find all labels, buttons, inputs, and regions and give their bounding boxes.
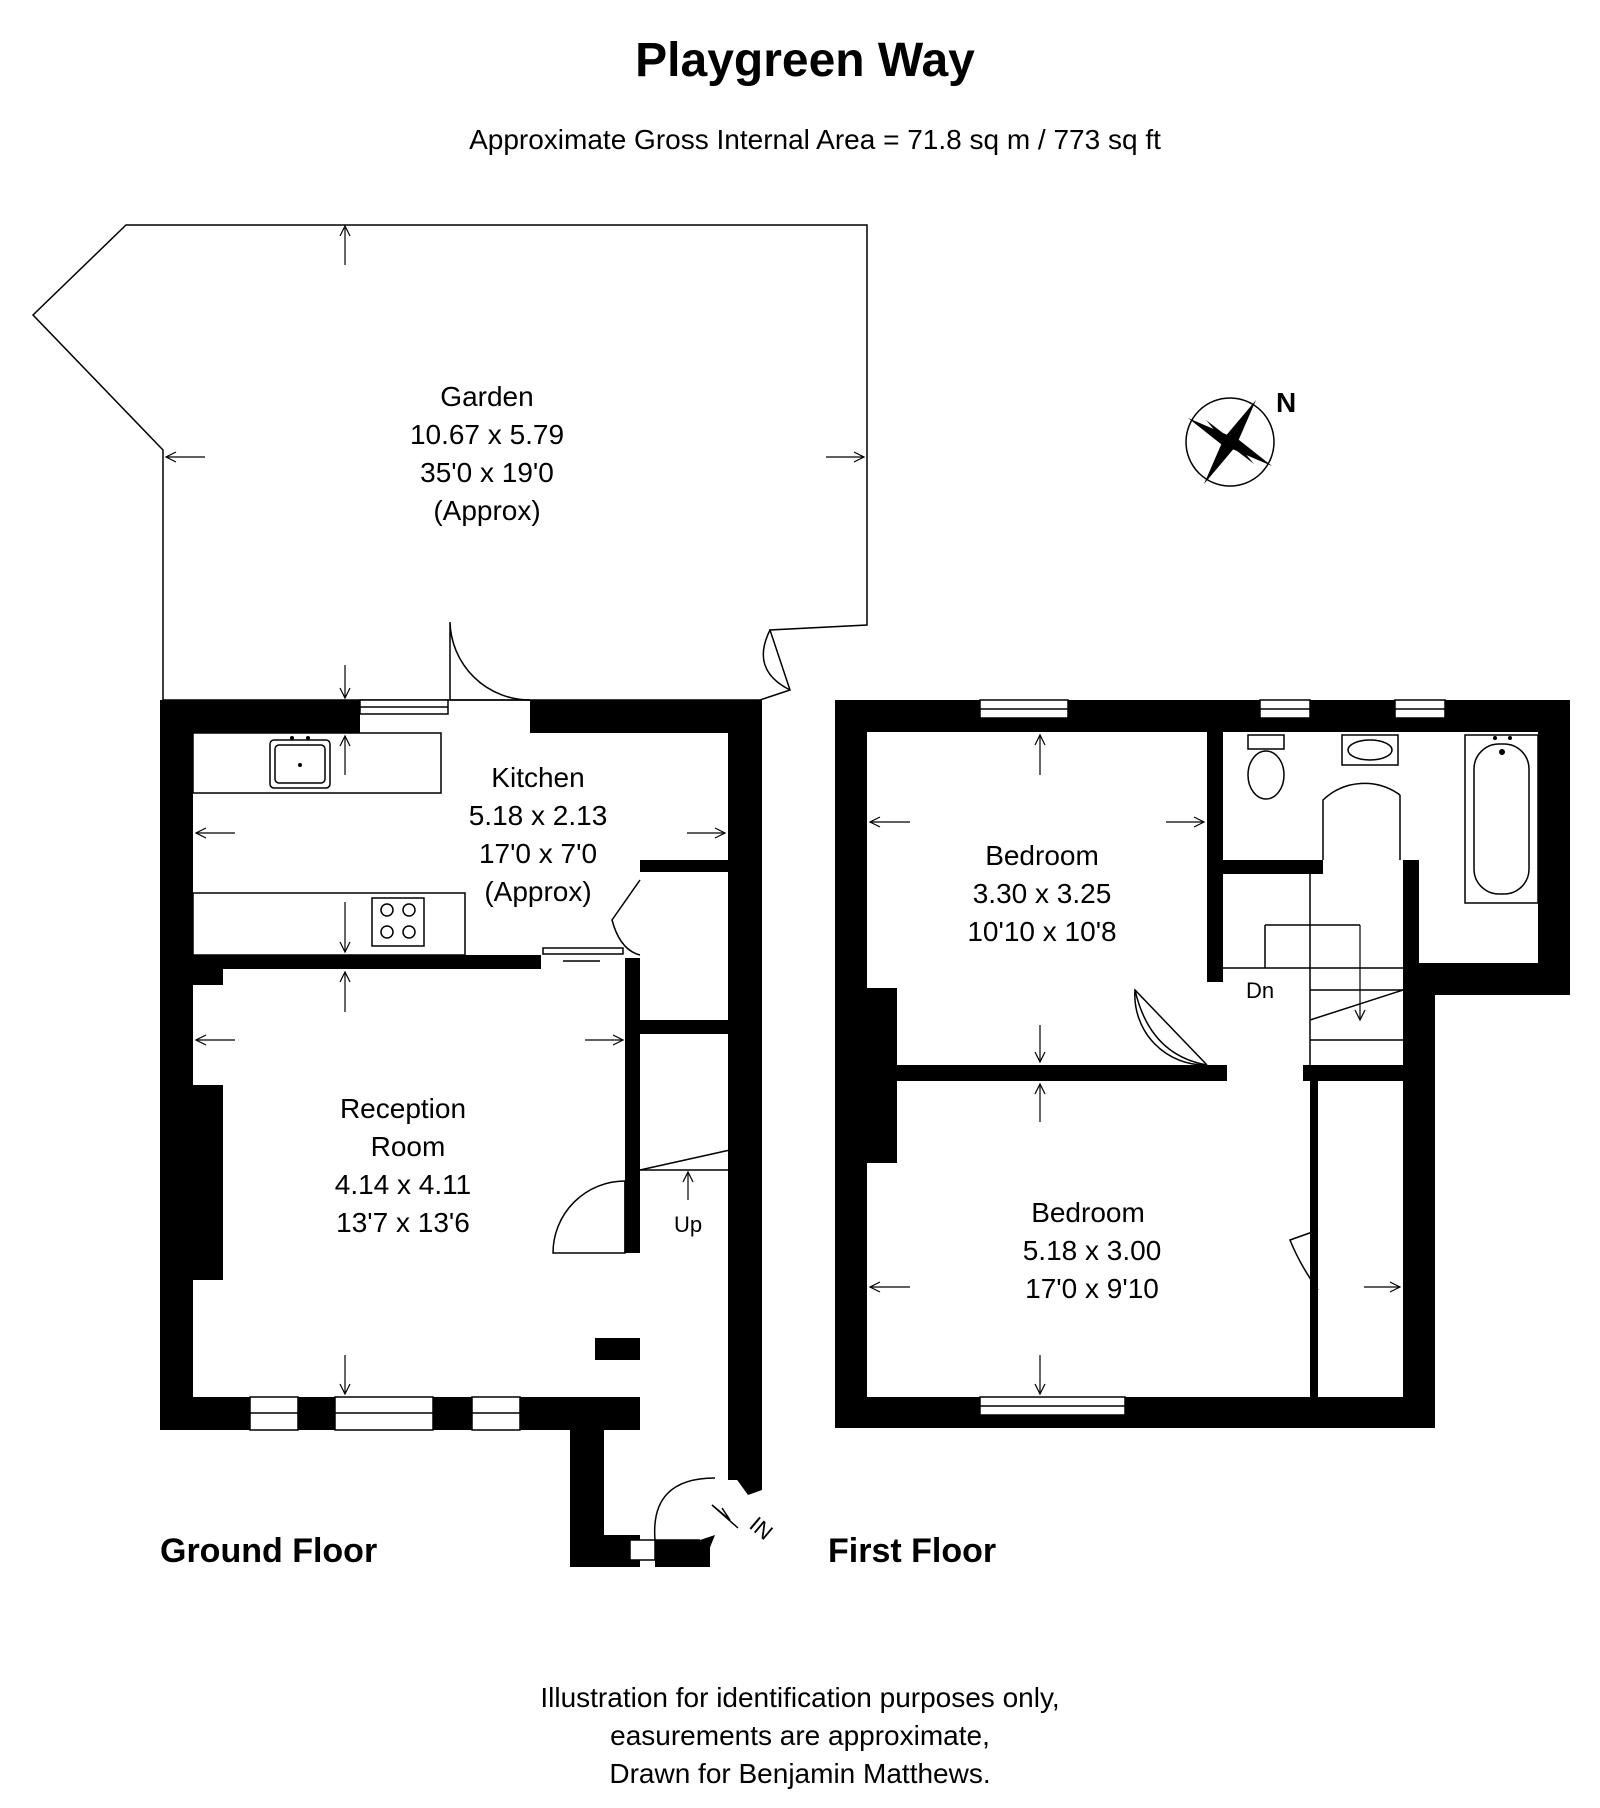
ground-floor-plan: Kitchen 5.18 x 2.13 17'0 x 7'0 (Approx) … (160, 621, 778, 1567)
compass-north-label: N (1276, 387, 1296, 418)
first-floor-label: First Floor (828, 1532, 996, 1570)
stairs-down-label: Dn (1246, 978, 1274, 1003)
bedroom1-label: Bedroom (985, 840, 1099, 871)
entrance-label: IN (745, 1512, 778, 1545)
garden-approx: (Approx) (433, 495, 540, 526)
disclaimer-line-3: Drawn for Benjamin Matthews. (609, 1758, 990, 1789)
bedroom2-metric: 5.18 x 3.00 (1023, 1235, 1162, 1266)
kitchen-label: Kitchen (491, 762, 584, 793)
bedroom1-metric: 3.30 x 3.25 (973, 878, 1112, 909)
reception-imperial: 13'7 x 13'6 (336, 1207, 470, 1238)
reception-label-line2: Room (371, 1131, 446, 1162)
reception-metric: 4.14 x 4.11 (335, 1169, 471, 1200)
bedroom2-label: Bedroom (1031, 1197, 1145, 1228)
disclaimer-line-1: Illustration for identification purposes… (540, 1682, 1059, 1713)
area-summary: Approximate Gross Internal Area = 71.8 s… (469, 124, 1161, 155)
stairs-up-label: Up (674, 1212, 702, 1237)
north-compass-icon: N (1185, 387, 1296, 487)
bedroom2-imperial: 17'0 x 9'10 (1025, 1273, 1159, 1304)
garden-area: Garden 10.67 x 5.79 35'0 x 19'0 (Approx) (31, 224, 868, 701)
garden-label: Garden (440, 381, 533, 412)
page-title: Playgreen Way (635, 34, 975, 87)
first-floor-plan: Dn Bedroom 3.30 x 3.25 10'10 x 10'8 Bedr… (835, 699, 1570, 1428)
garden-metric: 10.67 x 5.79 (410, 419, 564, 450)
kitchen-approx: (Approx) (484, 876, 591, 907)
garden-imperial: 35'0 x 19'0 (420, 457, 554, 488)
ground-floor-label: Ground Floor (160, 1532, 377, 1570)
reception-label-line1: Reception (340, 1093, 466, 1124)
disclaimer-line-2: easurements are approximate, (610, 1720, 990, 1751)
bedroom1-imperial: 10'10 x 10'8 (967, 916, 1116, 947)
kitchen-metric: 5.18 x 2.13 (469, 800, 608, 831)
kitchen-imperial: 17'0 x 7'0 (479, 838, 597, 869)
